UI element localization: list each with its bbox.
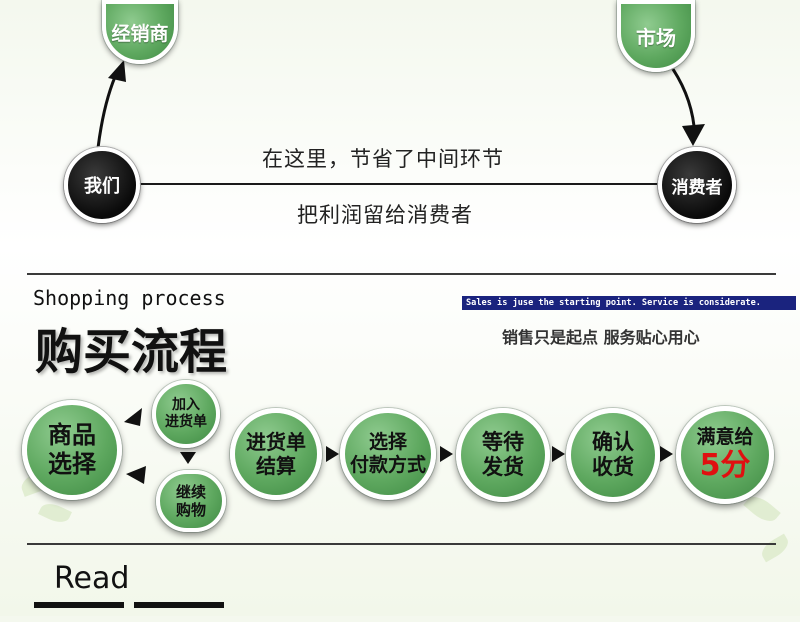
section-divider-bottom — [27, 543, 776, 545]
node-distributor: 经销商 — [102, 0, 178, 64]
arrow-head-up — [108, 60, 126, 82]
clipped-heading-fragment — [34, 602, 124, 622]
arrow-down-small — [180, 452, 196, 464]
clipped-heading-fragment — [134, 602, 224, 622]
flow-arrow — [326, 446, 339, 462]
saving-text: 在这里，节省了中间环节 — [262, 147, 504, 171]
node-us: 我们 — [64, 147, 140, 223]
node-market: 市场 — [617, 0, 695, 72]
arrow-to-start — [126, 466, 146, 484]
arrow-head-down — [682, 124, 705, 146]
step-satisfaction-label: 满意给 — [696, 425, 754, 448]
profit-text: 把利润留给消费者 — [297, 203, 473, 227]
step-confirm-receipt-label: 确认 收货 — [592, 429, 634, 479]
process-chinese-title: 购买流程 — [35, 324, 228, 380]
node-consumer-label: 消费者 — [671, 177, 723, 198]
connector-line — [138, 183, 668, 185]
step-select-product-label: 商品 选择 — [48, 421, 96, 478]
step-await-shipping-label: 等待 发货 — [482, 429, 524, 479]
node-market-label: 市场 — [636, 25, 676, 50]
node-us-label: 我们 — [84, 176, 120, 197]
read-label: Read — [54, 561, 130, 596]
arrow-to-consumer — [666, 61, 696, 127]
flow-arrow — [552, 446, 565, 462]
step-confirm-receipt: 确认 收货 — [566, 408, 660, 502]
step-checkout-label: 进货单 结算 — [246, 430, 306, 478]
step-await-shipping: 等待 发货 — [456, 408, 550, 502]
step-select-product: 商品 选择 — [22, 400, 122, 500]
process-english-title: Shopping process — [33, 286, 226, 310]
slogan-chinese: 销售只是起点 服务贴心用心 — [502, 328, 700, 347]
step-continue-shopping: 继续 购物 — [156, 470, 226, 532]
step-add-to-cart: 加入 进货单 — [152, 380, 220, 448]
step-add-to-cart-label: 加入 进货单 — [165, 397, 207, 430]
node-consumer: 消费者 — [658, 147, 736, 223]
step-payment: 选择 付款方式 — [340, 408, 436, 500]
satisfaction-score: 5分 — [699, 448, 751, 484]
arrow-to-cart — [124, 408, 142, 426]
slogan-english-bar: Sales is juse the starting point. Servic… — [462, 296, 796, 310]
node-distributor-label: 经销商 — [111, 22, 169, 45]
decorative-leaf — [758, 533, 792, 563]
flow-arrow — [440, 446, 453, 462]
step-checkout: 进货单 结算 — [230, 408, 322, 500]
step-continue-shopping-label: 继续 购物 — [175, 483, 206, 519]
section-divider — [27, 273, 776, 275]
arrow-to-distributor — [96, 69, 120, 149]
flow-arrow — [660, 446, 673, 462]
step-payment-label: 选择 付款方式 — [349, 431, 426, 476]
step-satisfaction: 满意给 5分 — [676, 406, 774, 504]
branch-arrows — [124, 408, 196, 484]
